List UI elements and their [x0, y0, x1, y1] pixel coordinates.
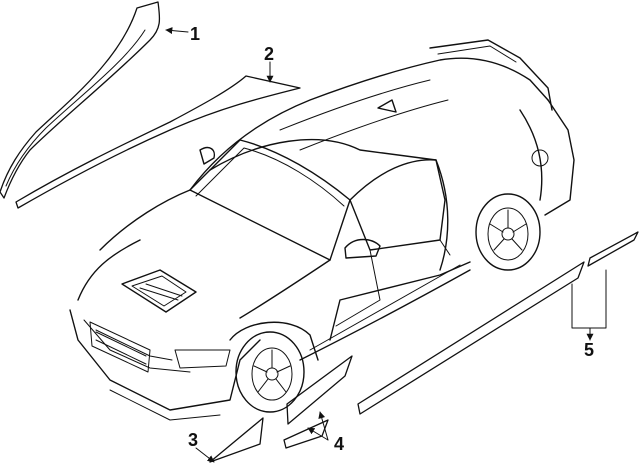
callout-5: 5 — [584, 340, 594, 360]
callout-4: 4 — [334, 434, 344, 454]
part-5-side-stripes — [357, 231, 639, 415]
callout-2: 2 — [264, 44, 274, 64]
callout-1: 1 — [190, 24, 200, 44]
vehicle-drawing — [69, 39, 575, 421]
callout-labels: 1 2 3 4 5 — [188, 24, 594, 454]
part-1-hood-stripe — [0, 1, 161, 199]
part-2-blade-stripe — [15, 75, 301, 209]
part-3-lower-decal — [209, 417, 264, 463]
leader-lines — [165, 27, 607, 463]
callout-3: 3 — [188, 430, 198, 450]
